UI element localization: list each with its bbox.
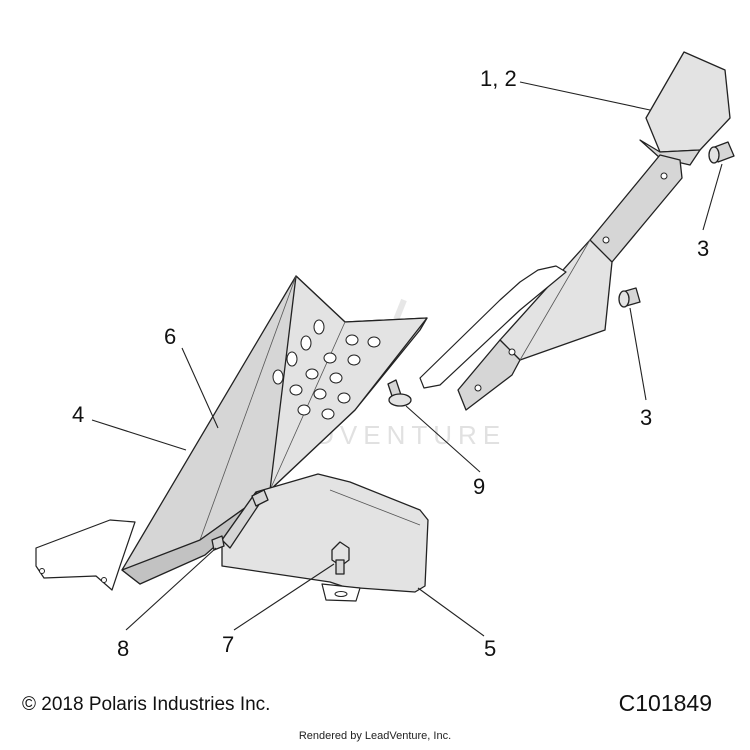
leader-lines: [91, 81, 723, 637]
part-5-guard-plate: [221, 473, 429, 602]
part-3-screw-upper: [708, 141, 735, 164]
callout-3-lower: 3: [640, 405, 652, 430]
part-8-clip: [211, 489, 269, 551]
part-3-screw-lower: [618, 287, 641, 308]
copyright-notice: © 2018 Polaris Industries Inc.: [22, 694, 271, 715]
callout-9: 9: [473, 474, 485, 499]
callout-7: 7: [222, 632, 234, 657]
callout-4: 4: [72, 402, 84, 427]
render-credit: Rendered by LeadVenture, Inc.: [298, 730, 452, 742]
part-6-vent-holes: [272, 319, 381, 420]
callout-5: 5: [484, 636, 496, 661]
callout-1-2: 1, 2: [480, 66, 517, 91]
part-9-rivet: [387, 379, 412, 407]
part-1-2-side-panel: [419, 51, 731, 411]
diagram-code: C101849: [618, 690, 712, 716]
part-4-bracket: [35, 519, 136, 591]
part-7-bolt: [331, 541, 350, 575]
callout-3-upper: 3: [697, 236, 709, 261]
callout-8: 8: [117, 636, 129, 661]
callout-6: 6: [164, 324, 176, 349]
